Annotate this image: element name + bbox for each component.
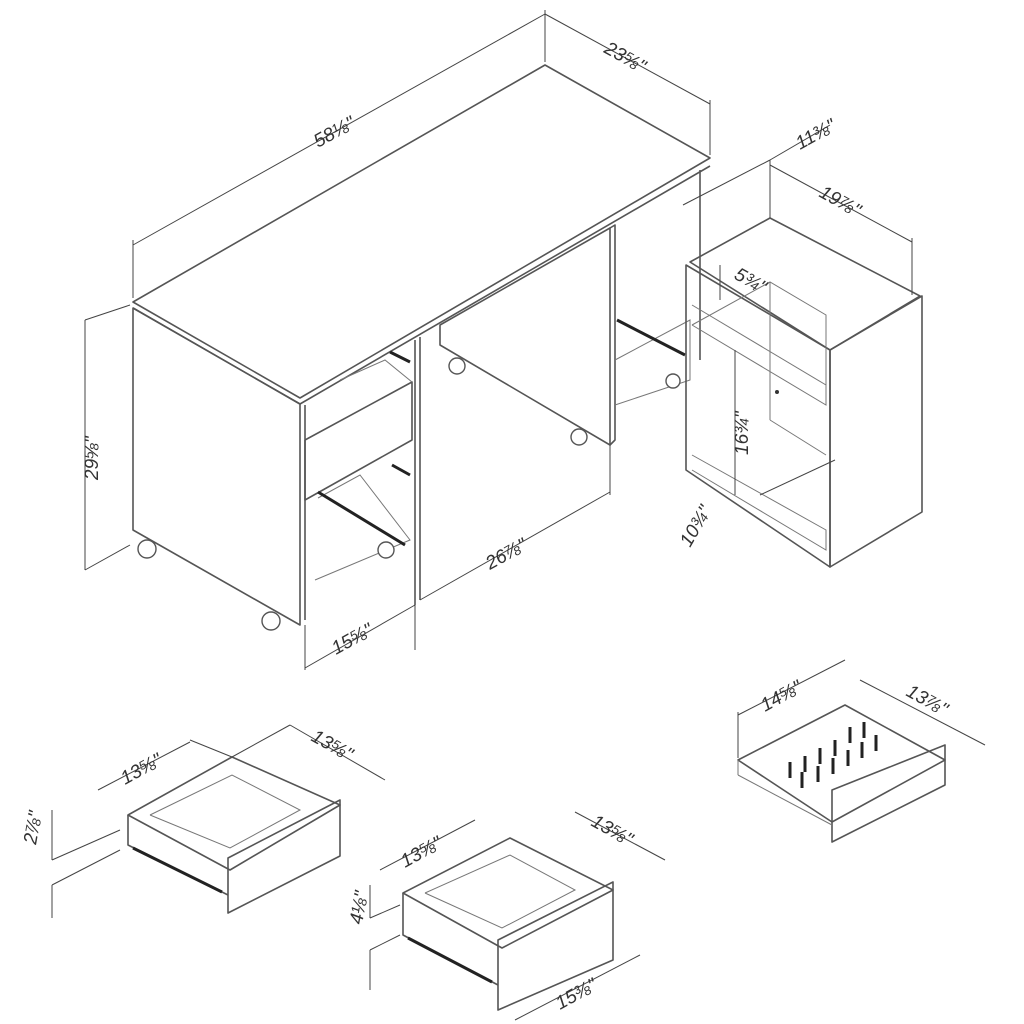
- desk-depth-label: 23⅝": [600, 38, 650, 79]
- small-drawer-dimensions: 13⅝" 13⅝" 2⅞": [20, 724, 386, 918]
- cart-width-label: 19⅞": [816, 182, 866, 222]
- large-drawer-dimensions: 13⅝" 13⅝" 4⅛" 15⅜": [346, 811, 666, 1021]
- large-drawer-depth-label: 13⅝": [588, 811, 638, 851]
- caster-icon: [377, 541, 395, 559]
- cart-dimensions: 11⅜" 19⅞" 5¾" 16¾" 10¾": [676, 115, 913, 551]
- small-drawer-depth-label: 13⅝": [308, 726, 358, 766]
- caster-icon: [570, 428, 588, 446]
- caster-icon: [261, 611, 281, 631]
- desk-top: [132, 64, 711, 399]
- cart-depth-label: 11⅜": [792, 115, 840, 154]
- drawer-upper-open: [304, 381, 413, 501]
- cart-lower-opening-label: 16¾": [732, 410, 753, 455]
- cart-inner-depth-label: 10¾": [676, 501, 717, 550]
- caster-icon: [137, 539, 157, 559]
- desk: [132, 64, 711, 631]
- large-drawer: [402, 837, 614, 1011]
- file-drawer-width-label: 14⅝": [757, 676, 807, 716]
- cart-top-opening-label: 5¾": [731, 264, 771, 299]
- large-drawer-front-width-label: 15⅜": [552, 974, 602, 1014]
- desk-width-label: 58⅛": [310, 112, 360, 152]
- desk-middle-panel: [439, 227, 611, 446]
- small-drawer-height-label: 2⅞": [20, 808, 47, 847]
- cart-side: [829, 295, 923, 568]
- small-drawer: [127, 756, 341, 914]
- caster-icon: [448, 357, 466, 375]
- desk-left-side-panel: [132, 307, 301, 626]
- caster-icon: [665, 373, 681, 389]
- small-drawer-width-label: 13⅝": [117, 749, 167, 789]
- desk-height-label: 29⅝": [82, 435, 103, 481]
- pedestal-width-label: 15⅝": [328, 619, 378, 659]
- large-drawer-height-label: 4⅛": [346, 888, 373, 926]
- file-drawer: [737, 704, 946, 843]
- storage-cart: [685, 217, 923, 568]
- hanging-file-slots: [788, 722, 878, 788]
